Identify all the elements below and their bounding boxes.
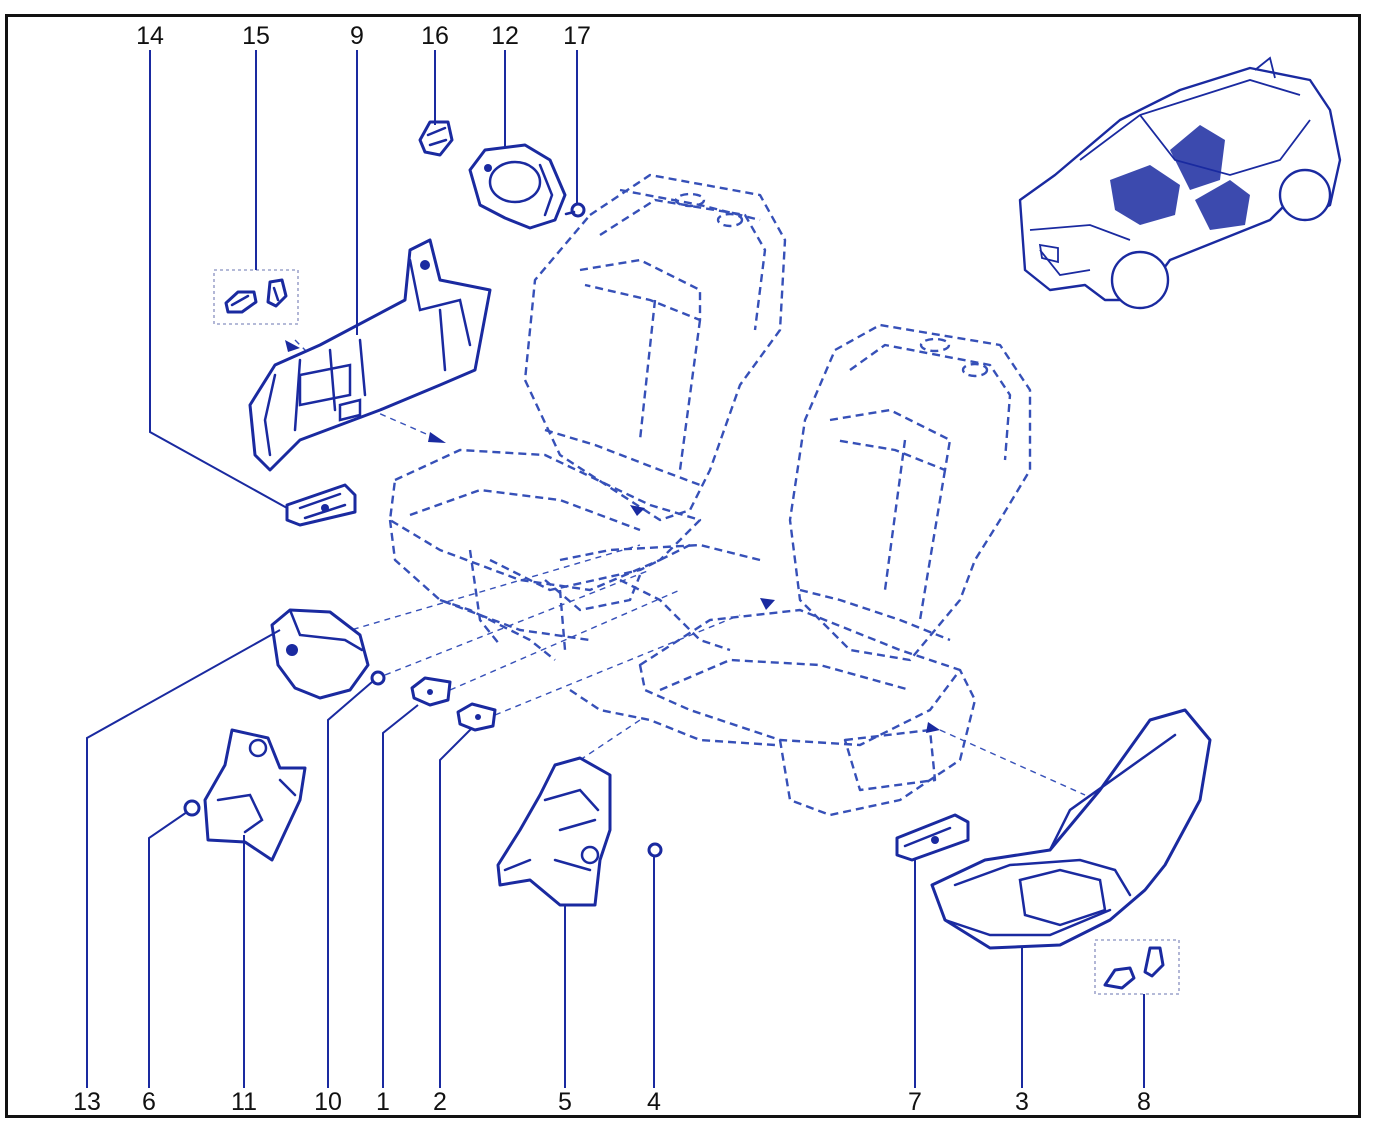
part-5-center-trim — [496, 756, 612, 907]
right-seat-ghost — [559, 323, 1032, 817]
assembly-arrows — [285, 340, 1085, 906]
part-7-switch — [895, 813, 970, 862]
leader-1 — [382, 704, 419, 1088]
leader-14 — [149, 50, 288, 509]
callout-11: 11 — [231, 1088, 257, 1116]
callout-1: 1 — [376, 1088, 390, 1116]
part-14-switch — [285, 483, 357, 527]
part-13-recliner-cover — [270, 608, 370, 700]
part-10-screw — [370, 670, 386, 686]
callout-9: 9 — [350, 22, 364, 50]
part-16-knob — [418, 120, 454, 157]
part-8-knobs — [1094, 939, 1180, 995]
part-12-recliner-cover — [468, 143, 567, 230]
part-11-lower-trim — [203, 728, 307, 862]
leader-6 — [148, 811, 188, 1088]
callout-14: 14 — [136, 22, 164, 50]
callout-3: 3 — [1015, 1088, 1029, 1116]
part-9-side-trim — [248, 238, 492, 472]
callout-5: 5 — [558, 1088, 572, 1116]
part-2-switch — [456, 702, 497, 732]
leader-2 — [439, 727, 473, 1088]
callout-16: 16 — [421, 22, 449, 50]
part-15-knobs — [213, 269, 299, 325]
leader-lines — [86, 50, 1145, 1088]
callout-15: 15 — [242, 22, 270, 50]
leader-10 — [327, 681, 373, 1088]
vehicle-illustration — [1018, 56, 1342, 310]
assembly-lines — [294, 339, 1086, 796]
callout-12: 12 — [491, 22, 519, 50]
callout-6: 6 — [142, 1088, 156, 1116]
callout-17: 17 — [563, 22, 591, 50]
left-seat-ghost — [388, 173, 787, 661]
part-3-side-trim — [930, 708, 1212, 950]
part-4-screw — [647, 842, 663, 858]
callout-7: 7 — [908, 1088, 922, 1116]
part-17-screw — [564, 202, 586, 218]
callout-2: 2 — [433, 1088, 447, 1116]
part-6-clip — [183, 799, 201, 817]
part-1-switch — [410, 676, 452, 707]
callout-4: 4 — [647, 1088, 661, 1116]
callout-10: 10 — [314, 1088, 342, 1116]
callout-8: 8 — [1137, 1088, 1151, 1116]
callout-13: 13 — [73, 1088, 101, 1116]
leader-13 — [86, 629, 281, 1088]
